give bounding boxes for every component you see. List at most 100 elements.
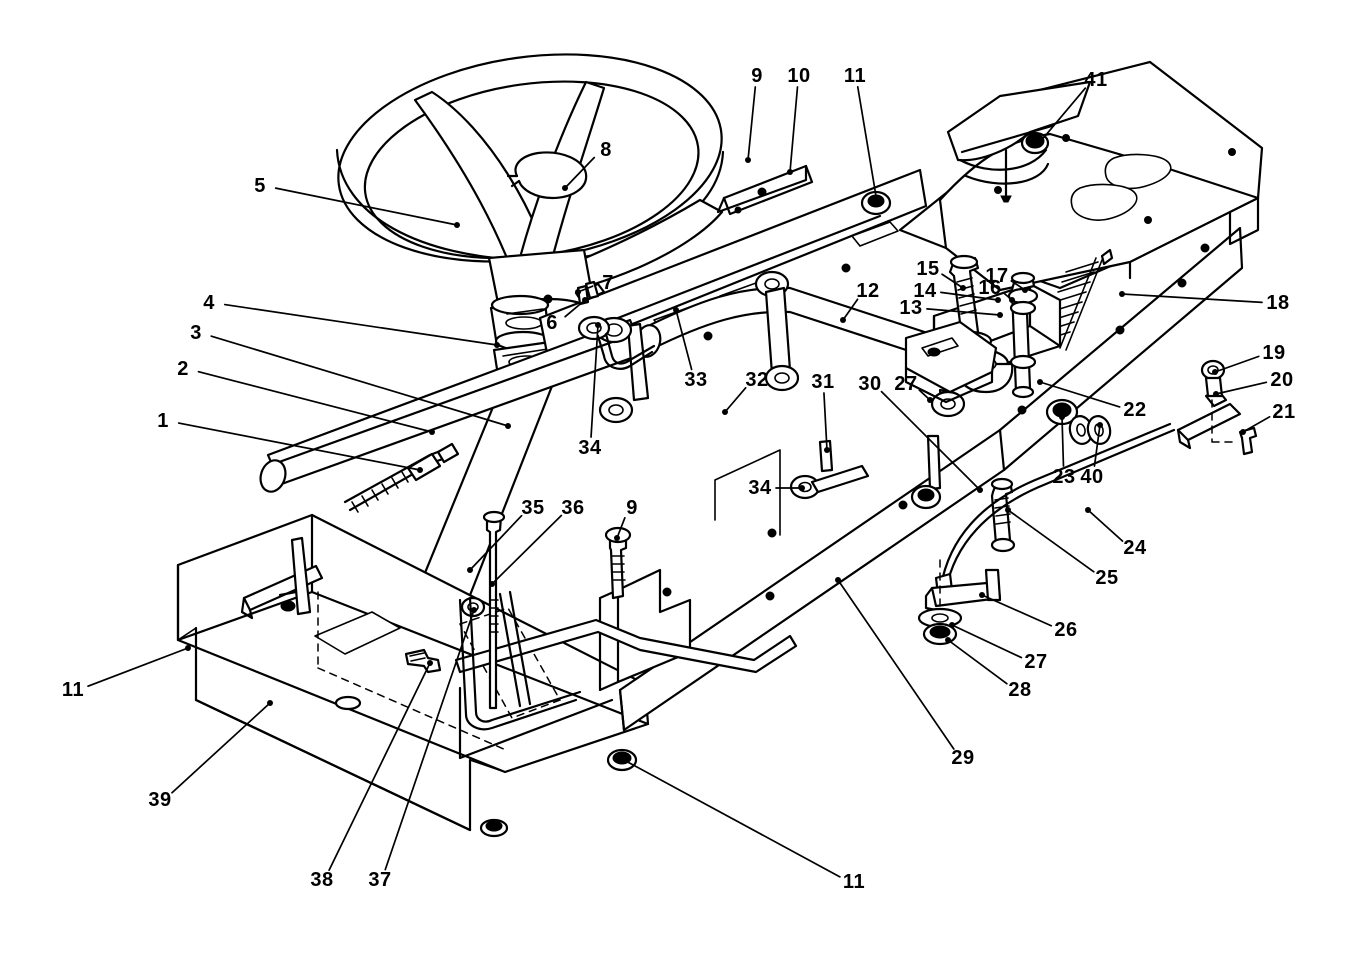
callout-number-36: 36 [561,497,585,519]
callout-leader-point [454,222,460,228]
callout-leader-point [267,700,273,706]
callout-number-11: 11 [842,871,866,893]
callout-leader-line [941,273,964,289]
callout-leader-point [417,467,423,473]
callout-leader-point [1005,507,1011,513]
callout-leader-line [747,86,757,161]
callout-leader-line [947,639,1008,685]
callout-leader-line [1087,509,1124,542]
callout-leader-line [1215,381,1268,395]
callout-number-35: 35 [521,497,545,519]
callout-number-31: 31 [811,371,835,393]
callout-leader-line [274,187,458,226]
callout-leader-point [1119,291,1125,297]
callout-leader-line [856,85,878,203]
callout-number-26: 26 [1054,619,1078,641]
callout-number-30: 30 [858,373,882,395]
callout-leader-line [789,86,799,173]
callout-leader-point [185,645,191,651]
callout-leader-line [981,594,1053,627]
lower-pivot-assembly [917,559,1002,646]
callout-leader-line [675,309,693,371]
callout-leader-point [835,577,841,583]
callout-leaders [87,85,1271,878]
callout-leader-line [171,702,271,794]
callout-leader-point [1022,287,1028,293]
callout-number-4: 4 [203,292,215,314]
callout-leader-point [621,757,627,763]
callout-leader-line [1093,424,1101,467]
callout-number-12: 12 [856,280,880,302]
callout-leader-point [977,487,983,493]
callout-leader-line [724,386,747,413]
callout-number-14: 14 [913,280,937,302]
callout-leader-point [562,185,568,191]
callout-number-16: 16 [978,277,1002,299]
callout-number-37: 37 [368,869,392,891]
callout-leader-line [837,579,955,750]
callout-leader-point [467,567,473,573]
callout-leader-point [489,581,495,587]
callout-number-5: 5 [254,175,266,197]
callout-number-27: 27 [1024,651,1048,673]
callout-number-27: 27 [894,373,918,395]
tractor-frame [176,164,1244,832]
callout-leader-point [1212,369,1218,375]
callout-leader-point [595,322,601,328]
callout-number-2: 2 [177,358,189,380]
callout-number-24: 24 [1123,537,1147,559]
callout-leader-line [940,291,999,301]
callout-leader-point [722,409,728,415]
callout-leader-line [87,647,189,688]
callout-leader-line [564,299,586,318]
callout-number-15: 15 [916,258,940,280]
callout-leader-line [842,298,859,321]
callout-number-7: 7 [602,272,614,294]
callout-number-40: 40 [1080,466,1104,488]
callout-leader-point [995,297,1001,303]
callout-number-23: 23 [1052,466,1076,488]
callout-number-25: 25 [1095,567,1119,589]
callout-leader-point [927,397,933,403]
callout-leader-point [1009,297,1015,303]
callout-leader-line [1007,509,1095,573]
callout-leader-line [177,422,421,471]
callout-number-17: 17 [985,265,1009,287]
callout-number-33: 33 [684,369,708,391]
callout-leader-point [1240,429,1246,435]
callout-leader-point [745,157,751,163]
callout-leader-point [1037,379,1043,385]
callout-leader-point [673,307,679,313]
callout-number-29: 29 [951,747,975,769]
callout-leader-point [427,660,433,666]
callout-leader-point [582,297,588,303]
callout-number-10: 10 [787,65,811,87]
callout-leader-point [614,535,620,541]
callout-leader-point [1037,139,1043,145]
callout-number-1: 1 [157,410,169,432]
callout-leader-line [469,514,523,571]
callout-number-18: 18 [1266,292,1290,314]
callout-number-34: 34 [578,437,602,459]
callout-leader-point [979,592,985,598]
callout-leader-point [471,607,477,613]
callout-leader-point [575,289,581,295]
callout-leader-line [1039,87,1087,143]
callout-leader-line [384,609,475,871]
callout-leader-line [951,624,1023,659]
footrest-plate [898,60,1264,292]
steering-wheel [335,53,725,333]
callout-leader-point [787,169,793,175]
callout-number-19: 19 [1262,342,1286,364]
callout-leader-line [564,156,596,189]
callout-leader-line [1242,415,1271,433]
callout-leader-line [1039,381,1121,408]
callout-leader-point [1085,507,1091,513]
callout-number-39: 39 [148,789,172,811]
callout-leader-point [799,485,805,491]
callout-leader-line [926,308,1001,316]
callout-leader-line [210,335,509,427]
callout-leader-line [590,324,599,438]
